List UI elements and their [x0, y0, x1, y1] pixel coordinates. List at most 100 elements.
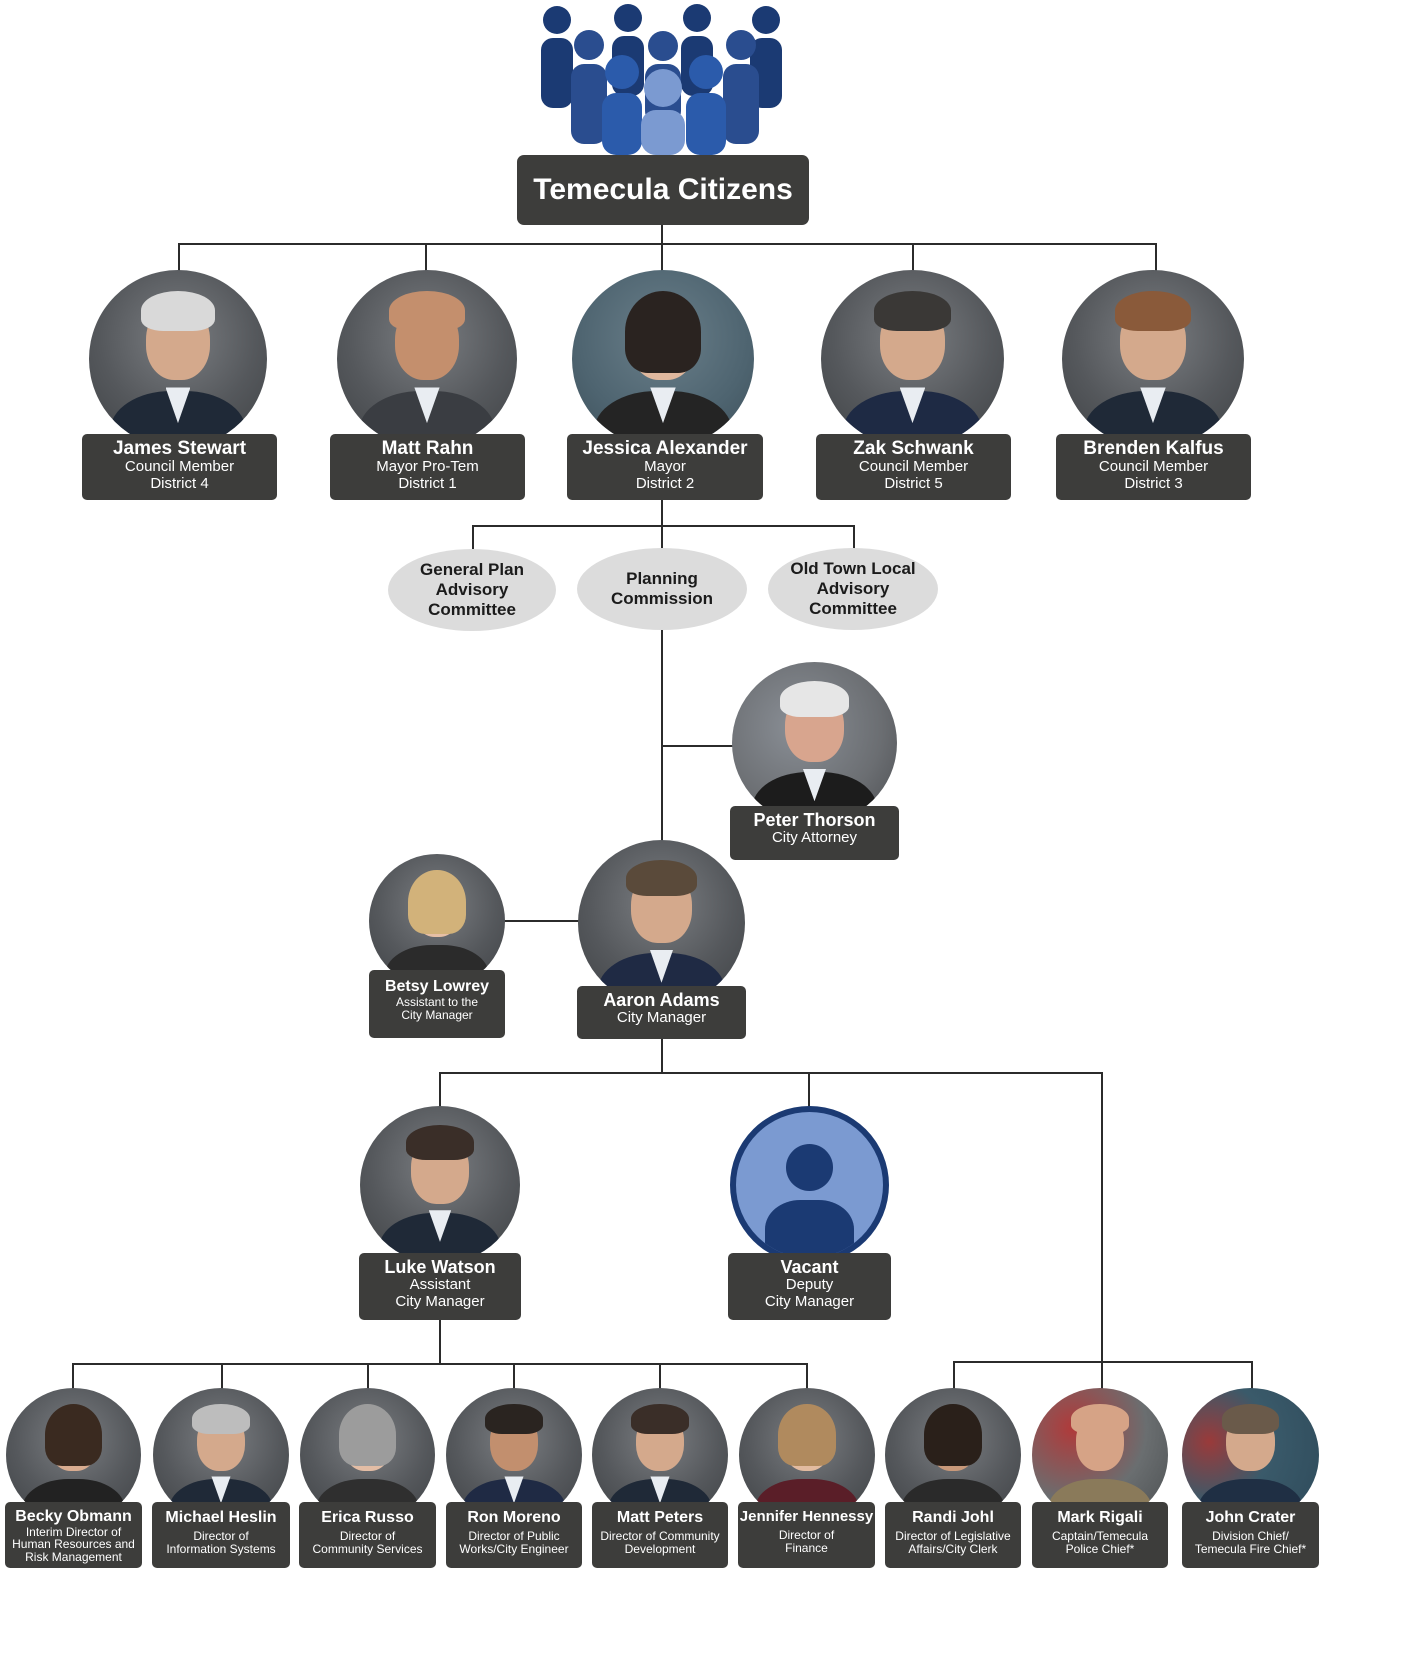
connector-line — [1155, 243, 1157, 271]
council-card-jessica-alexander: Jessica Alexander Mayor District 2 — [567, 434, 763, 500]
council-title: Council Member — [124, 458, 235, 476]
acm-photo — [360, 1106, 520, 1264]
connector-line — [661, 224, 663, 244]
director-name: Mark Rigali — [1057, 1509, 1143, 1526]
director-name: Randi Johl — [912, 1509, 994, 1526]
council-name: Matt Rahn — [381, 438, 474, 459]
assistant-to-cm-photo — [369, 854, 505, 988]
connector-line — [806, 1363, 808, 1389]
director-title: Director of — [778, 1527, 835, 1542]
director-title: Director of Community — [600, 1528, 720, 1543]
committee-label: Planning Commission — [610, 568, 714, 608]
connector-line — [439, 1072, 1103, 1074]
director-title2: Police Chief* — [1065, 1542, 1135, 1557]
council-photo-zak-schwank — [821, 270, 1004, 448]
connector-line — [178, 243, 180, 271]
director-title2: Development — [624, 1542, 696, 1557]
committee-label: General Plan Advisory Committee — [420, 559, 524, 620]
council-name: James Stewart — [112, 438, 247, 459]
committee-planning-commission: Planning Commission — [577, 548, 747, 630]
council-card-brenden-kalfus: Brenden Kalfus Council Member District 3 — [1056, 434, 1251, 500]
attorney-card: Peter Thorson City Attorney — [730, 806, 899, 860]
city-manager-photo — [578, 840, 745, 1006]
council-name: Brenden Kalfus — [1083, 438, 1224, 459]
council-title: Council Member — [1098, 458, 1209, 476]
attorney-name: Peter Thorson — [753, 810, 876, 830]
connector-line — [472, 525, 474, 549]
connector-line — [72, 1363, 808, 1365]
connector-line — [472, 525, 855, 527]
deputy-name: Vacant — [780, 1257, 839, 1277]
connector-line — [72, 1363, 74, 1389]
citizens-title: Temecula Citizens — [517, 155, 809, 225]
connector-line — [661, 630, 663, 842]
director-card-erica-russo: Erica Russo Director of Community Servic… — [299, 1502, 436, 1568]
connector-line — [808, 1072, 810, 1108]
director-name: Becky Obmann — [15, 1508, 132, 1525]
director-title: Captain/Temecula — [1051, 1528, 1149, 1543]
director-name: Jennifer Hennessy — [739, 1508, 874, 1525]
connector-line — [503, 920, 583, 922]
director-photo-michael-heslin — [153, 1388, 289, 1522]
person-placeholder-icon — [730, 1106, 889, 1264]
committee-label: Old Town Local Advisory Committee — [790, 558, 916, 619]
director-photo-randi-johl — [885, 1388, 1021, 1522]
council-photo-matt-rahn — [337, 270, 517, 448]
assistant-to-cm-title2: City Manager — [401, 1008, 473, 1023]
connector-line — [953, 1361, 1253, 1363]
council-photo-brenden-kalfus — [1062, 270, 1244, 448]
director-card-randi-johl: Randi Johl Director of Legislative Affai… — [885, 1502, 1021, 1568]
connector-line — [661, 499, 663, 549]
connector-line — [659, 1363, 661, 1389]
council-district: District 3 — [1124, 475, 1183, 493]
director-card-mark-rigali: Mark Rigali Captain/Temecula Police Chie… — [1032, 1502, 1168, 1568]
deputy-card: Vacant Deputy City Manager — [728, 1253, 891, 1320]
director-title: Director of — [193, 1528, 249, 1543]
connector-line — [1251, 1361, 1253, 1389]
director-name: Matt Peters — [616, 1509, 704, 1526]
council-photo-james-stewart — [89, 270, 267, 448]
council-name: Zak Schwank — [853, 438, 974, 459]
connector-line — [513, 1363, 515, 1389]
council-district: District 5 — [884, 475, 943, 493]
connector-line — [178, 243, 1157, 245]
city-manager-card: Aaron Adams City Manager — [577, 986, 746, 1039]
connector-line — [221, 1363, 223, 1389]
council-card-zak-schwank: Zak Schwank Council Member District 5 — [816, 434, 1011, 500]
council-title: Mayor — [644, 458, 686, 476]
connector-line — [661, 1038, 663, 1074]
director-photo-john-crater — [1182, 1388, 1319, 1522]
director-title: Director of Public — [468, 1528, 560, 1543]
director-card-matt-peters: Matt Peters Director of Community Develo… — [592, 1502, 728, 1568]
director-photo-erica-russo — [300, 1388, 435, 1522]
acm-title: Assistant — [409, 1276, 471, 1294]
acm-title2: City Manager — [395, 1292, 485, 1310]
council-district: District 1 — [398, 475, 457, 493]
council-district: District 4 — [150, 475, 209, 493]
council-district: District 2 — [635, 475, 695, 493]
citizens-group-icon — [541, 4, 782, 155]
connector-line — [439, 1319, 441, 1365]
connector-line — [912, 243, 914, 271]
committee-old-town: Old Town Local Advisory Committee — [768, 548, 938, 630]
director-title: Interim Director of — [25, 1524, 122, 1539]
city-manager-name: Aaron Adams — [603, 990, 720, 1010]
director-card-michael-heslin: Michael Heslin Director of Information S… — [152, 1502, 290, 1568]
connector-line — [1101, 1072, 1103, 1390]
director-photo-jennifer-hennessy — [739, 1388, 875, 1522]
director-name: Michael Heslin — [165, 1509, 277, 1526]
deputy-title2: City Manager — [764, 1292, 855, 1310]
director-title2: Affairs/City Clerk — [908, 1542, 998, 1557]
council-card-matt-rahn: Matt Rahn Mayor Pro-Tem District 1 — [330, 434, 525, 500]
director-title2: Community Services — [312, 1542, 423, 1557]
council-photo-jessica-alexander — [572, 270, 754, 448]
director-name: John Crater — [1205, 1509, 1296, 1526]
council-name: Jessica Alexander — [582, 438, 748, 459]
connector-line — [439, 1072, 441, 1108]
assistant-to-cm-title: Assistant to the — [395, 994, 479, 1009]
committee-general-plan: General Plan Advisory Committee — [388, 549, 556, 631]
director-title: Director of — [339, 1528, 396, 1543]
director-card-ron-moreno: Ron Moreno Director of Public Works/City… — [446, 1502, 582, 1568]
assistant-to-cm-card: Betsy Lowrey Assistant to the City Manag… — [369, 970, 505, 1038]
